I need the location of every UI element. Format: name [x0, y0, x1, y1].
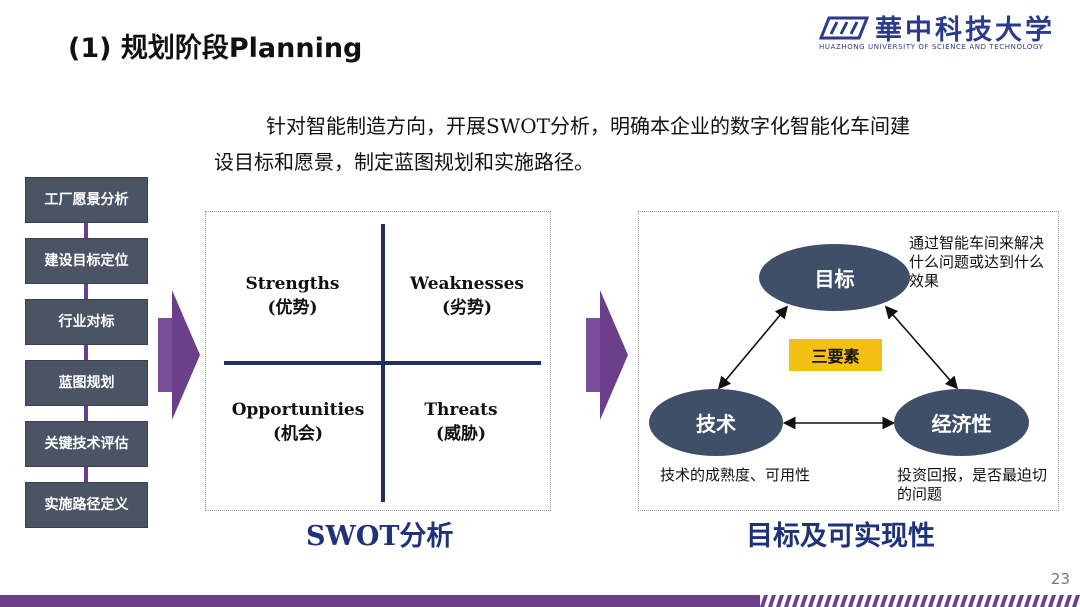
- swot-strengths: Strengths (优势): [230, 272, 355, 320]
- hust-emblem-icon: [818, 16, 870, 40]
- swot-opportunities-cn: (机会): [272, 424, 324, 444]
- arrow-right-icon: [158, 290, 200, 420]
- university-logo: 華中科技大学 HUAZHONG UNIVERSITY OF SCIENCE AN…: [815, 6, 1077, 56]
- step-connector: [84, 223, 88, 238]
- swot-weaknesses: Weaknesses (劣势): [402, 272, 532, 320]
- arrow-right-icon: [586, 290, 628, 420]
- element-goal: 目标: [759, 244, 910, 311]
- swot-weaknesses-cn: (劣势): [441, 298, 493, 318]
- step-key-tech-eval: 关键技术评估: [25, 421, 148, 467]
- intro-line-2: 设目标和愿景，制定蓝图规划和实施路径。: [214, 150, 594, 174]
- swot-threats-en: Threats: [424, 400, 498, 420]
- step-factory-vision: 工厂愿景分析: [25, 177, 148, 223]
- elements-caption: 目标及可实现性: [746, 521, 935, 552]
- logo-english-name: HUAZHONG UNIVERSITY OF SCIENCE AND TECHN…: [819, 43, 1044, 51]
- bottom-decorative-bar: [0, 595, 1080, 607]
- tech-note: 技术的成熟度、可用性: [660, 466, 811, 484]
- page-title: (1) 规划阶段Planning: [68, 33, 363, 64]
- step-goal-positioning: 建设目标定位: [25, 238, 148, 284]
- step-implementation-path: 实施路径定义: [25, 482, 148, 528]
- intro-line-1: 针对智能制造方向，开展SWOT分析，明确本企业的数字化智能化车间建: [266, 114, 910, 138]
- logo-chinese-name: 華中科技大学: [875, 15, 1055, 46]
- element-economy: 经济性: [894, 389, 1029, 456]
- swot-threats: Threats (威胁): [406, 398, 516, 446]
- swot-opportunities: Opportunities (机会): [218, 398, 378, 446]
- step-connector: [84, 345, 88, 360]
- step-blueprint: 蓝图规划: [25, 360, 148, 406]
- element-connectors: [717, 305, 959, 430]
- swot-strengths-en: Strengths: [245, 274, 340, 294]
- element-technology: 技术: [649, 389, 783, 456]
- swot-threats-cn: (威胁): [435, 424, 487, 444]
- step-connector: [84, 406, 88, 421]
- swot-horizontal-axis: [224, 361, 541, 365]
- page-number: 23: [1050, 570, 1070, 588]
- step-connector: [84, 284, 88, 299]
- swot-opportunities-en: Opportunities: [231, 400, 365, 420]
- swot-panel: Strengths (优势) Weaknesses (劣势) Opportuni…: [205, 211, 551, 511]
- goal-note: 通过智能车间来解决什么问题或达到什么效果: [909, 234, 1045, 290]
- econ-note: 投资回报，是否最迫切的问题: [897, 466, 1048, 503]
- swot-strengths-cn: (优势): [267, 298, 318, 318]
- step-connector: [84, 467, 88, 482]
- swot-caption: SWOT分析: [306, 521, 454, 552]
- step-industry-benchmark: 行业对标: [25, 299, 148, 345]
- three-elements-badge: 三要素: [789, 339, 882, 371]
- swot-weaknesses-en: Weaknesses: [409, 274, 525, 294]
